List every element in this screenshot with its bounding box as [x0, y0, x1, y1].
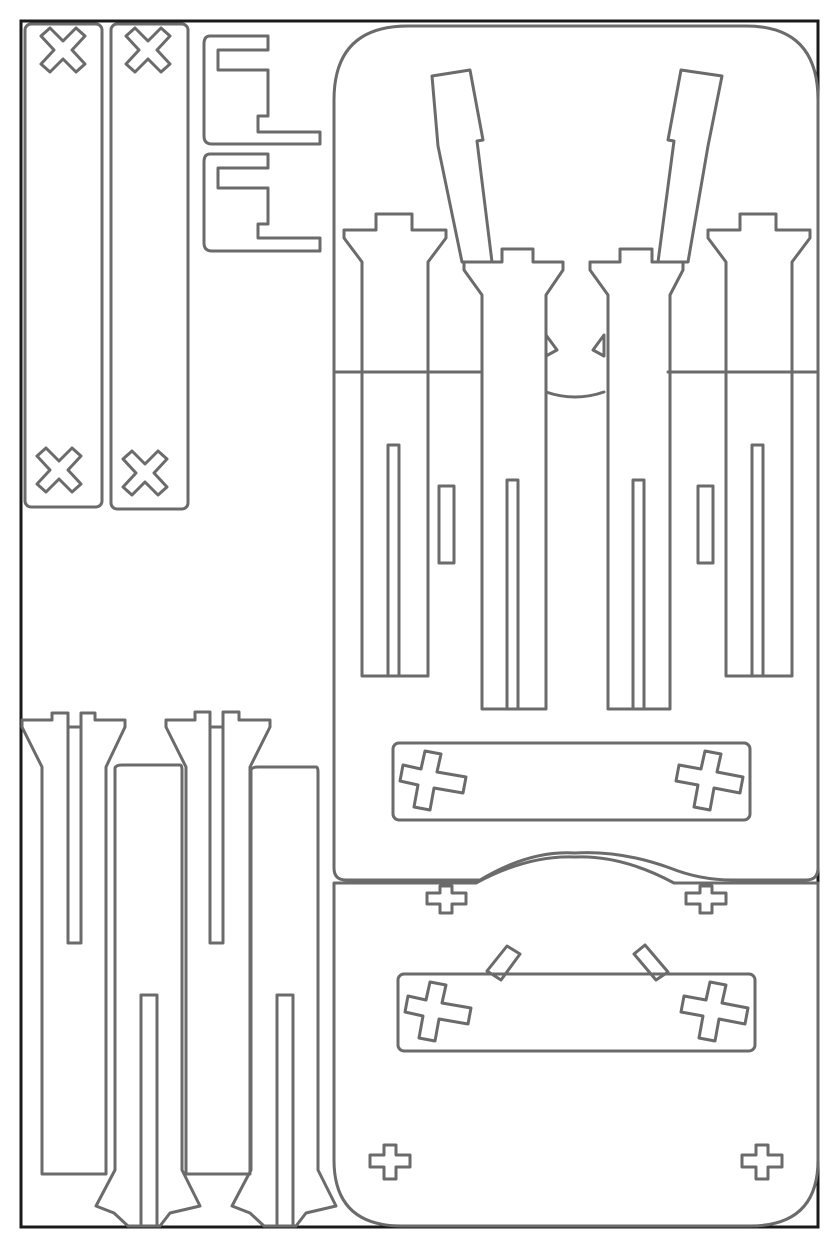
- bottom-leg-2: [94, 763, 202, 1228]
- slot-small-right: [696, 484, 715, 565]
- x-mark-icon: [39, 26, 87, 74]
- plate-lower: [396, 972, 757, 1053]
- plus-mark-icon: [398, 749, 468, 812]
- base-panel: [332, 855, 820, 1228]
- slat-left-2: [109, 22, 190, 511]
- x-mark-icon: [35, 446, 83, 494]
- plus-hole-icon: [425, 884, 468, 915]
- slot-diagonal-right: [632, 943, 670, 982]
- bottom-leg-4: [230, 765, 338, 1228]
- plus-hole-icon: [684, 884, 728, 915]
- leg-4: [706, 212, 812, 678]
- bracket-lower: [202, 152, 322, 253]
- main-panel: [332, 24, 820, 882]
- x-mark-icon: [124, 26, 172, 74]
- bottom-leg-1: [20, 711, 127, 1176]
- slot-diagonal-left: [485, 944, 522, 982]
- slot-small-left: [437, 484, 456, 565]
- plus-mark-icon: [679, 980, 750, 1043]
- notch-right: [591, 333, 606, 358]
- arm-left: [430, 68, 494, 264]
- plus-hole-icon: [368, 1143, 412, 1181]
- plus-mark-icon: [674, 749, 745, 812]
- leg-3: [588, 247, 685, 711]
- leg-2: [462, 247, 565, 711]
- x-mark-icon: [121, 449, 169, 497]
- notch-left: [544, 333, 559, 358]
- slat-left-1: [23, 22, 104, 509]
- bottom-leg-3: [164, 710, 272, 1176]
- plus-mark-icon: [403, 980, 473, 1043]
- arm-right: [656, 68, 724, 264]
- plus-hole-icon: [740, 1143, 784, 1181]
- panel-score-line: [332, 370, 820, 399]
- leg-1: [342, 212, 448, 678]
- plate-upper: [391, 741, 752, 822]
- bracket-upper: [202, 34, 322, 146]
